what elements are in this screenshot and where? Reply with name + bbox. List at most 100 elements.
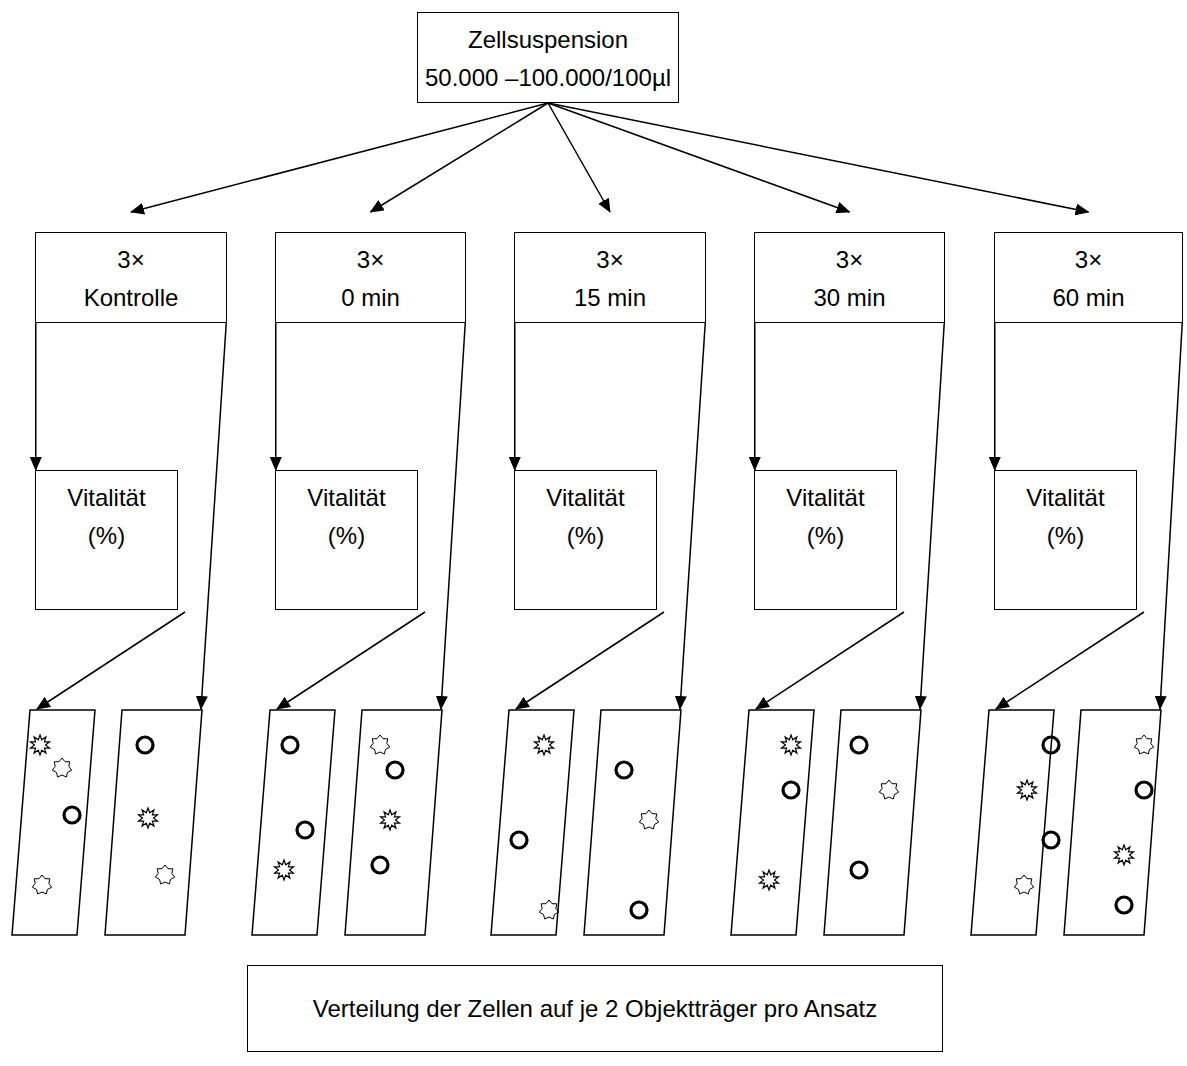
node-text: 3× bbox=[995, 241, 1182, 279]
node-text: 15 min bbox=[515, 279, 705, 317]
connector-arrow bbox=[275, 323, 277, 470]
cell-symbol bbox=[851, 737, 867, 753]
cell-symbol bbox=[639, 810, 658, 829]
node-text: 60 min bbox=[995, 279, 1182, 317]
connector-arrow bbox=[131, 103, 548, 212]
connectors bbox=[36, 103, 1089, 470]
slide-arrow bbox=[1160, 323, 1182, 709]
node-text: 30 min bbox=[755, 279, 944, 317]
cell-symbol bbox=[64, 807, 80, 823]
cell-symbol bbox=[535, 735, 554, 755]
cell-symbol bbox=[275, 860, 294, 880]
cell-symbol bbox=[1136, 782, 1152, 798]
connector-arrow bbox=[548, 103, 849, 212]
node-text: 3× bbox=[755, 241, 944, 279]
cell-symbol bbox=[137, 737, 153, 753]
connector-arrow bbox=[994, 323, 996, 470]
node-text: (%) bbox=[276, 517, 417, 555]
node-text: 3× bbox=[276, 241, 465, 279]
cell-symbol bbox=[1043, 832, 1059, 848]
caption-box: Verteilung der Zellen auf je 2 Objektträ… bbox=[247, 965, 943, 1052]
cell-symbol bbox=[1134, 735, 1153, 754]
slide bbox=[345, 710, 442, 935]
node-text: Vitalität bbox=[995, 479, 1136, 517]
node-text: Vitalität bbox=[515, 479, 656, 517]
cell-symbol bbox=[32, 875, 51, 894]
cell-symbol bbox=[879, 780, 898, 799]
cell-symbol bbox=[381, 810, 400, 830]
cell-symbol bbox=[1116, 897, 1132, 913]
group-box: 3×Kontrolle bbox=[35, 232, 227, 323]
slide bbox=[252, 710, 335, 935]
slide-arrow bbox=[996, 612, 1144, 709]
connector-arrow bbox=[35, 323, 37, 470]
node-text: 0 min bbox=[276, 279, 465, 317]
slide bbox=[105, 710, 202, 935]
node-text: Vitalität bbox=[276, 479, 417, 517]
slide bbox=[491, 710, 574, 935]
slide bbox=[1064, 710, 1161, 935]
node-text: (%) bbox=[515, 517, 656, 555]
cell-symbol bbox=[155, 865, 174, 884]
cell-symbol bbox=[782, 735, 801, 755]
slide-arrow bbox=[756, 612, 904, 709]
cell-symbol bbox=[370, 735, 389, 754]
connector-arrow bbox=[754, 323, 756, 470]
slides bbox=[12, 323, 1182, 935]
source-box: Zellsuspension50.000 –100.000/100µl bbox=[417, 12, 679, 103]
cell-symbol bbox=[1043, 737, 1059, 753]
slide bbox=[824, 710, 921, 935]
cell-symbol bbox=[783, 782, 799, 798]
node-text: 50.000 –100.000/100µl bbox=[418, 59, 678, 97]
slide-arrow bbox=[680, 323, 705, 709]
cell-symbol bbox=[631, 902, 647, 918]
group-box: 3×60 min bbox=[994, 232, 1183, 323]
cell-symbol bbox=[1014, 875, 1033, 894]
slide-arrow bbox=[920, 323, 944, 709]
cell-symbol bbox=[282, 737, 298, 753]
cell-symbol bbox=[539, 900, 558, 919]
cell-symbol bbox=[387, 762, 403, 778]
group-box: 3×30 min bbox=[754, 232, 945, 323]
slide-arrow bbox=[37, 612, 185, 709]
node-text: (%) bbox=[36, 517, 177, 555]
cell-symbol bbox=[851, 862, 867, 878]
result-box: Vitalität(%) bbox=[275, 470, 418, 610]
node-text: (%) bbox=[755, 517, 896, 555]
node-text: Vitalität bbox=[755, 479, 896, 517]
slide-arrow bbox=[516, 612, 664, 709]
cell-symbol bbox=[511, 832, 527, 848]
node-text: Kontrolle bbox=[36, 279, 226, 317]
cell-symbol bbox=[297, 822, 313, 838]
result-box: Vitalität(%) bbox=[754, 470, 897, 610]
cell-symbol bbox=[52, 758, 71, 777]
node-text: 3× bbox=[36, 241, 226, 279]
node-text: Zellsuspension bbox=[418, 21, 678, 59]
cell-symbol bbox=[760, 870, 779, 890]
node-text: 3× bbox=[515, 241, 705, 279]
slide-arrow bbox=[441, 323, 465, 709]
cell-symbol bbox=[372, 857, 388, 873]
connector-arrow bbox=[548, 103, 610, 212]
slide bbox=[584, 710, 681, 935]
result-box: Vitalität(%) bbox=[35, 470, 178, 610]
group-box: 3×0 min bbox=[275, 232, 466, 323]
cell-symbol bbox=[1115, 845, 1134, 865]
connector-arrow bbox=[548, 103, 1088, 212]
connector-arrow bbox=[371, 103, 549, 212]
slide bbox=[12, 710, 95, 935]
slide-arrow bbox=[277, 612, 425, 709]
cell-symbol bbox=[1018, 780, 1037, 800]
cell-symbol bbox=[139, 808, 158, 828]
node-text: (%) bbox=[995, 517, 1136, 555]
node-text: Verteilung der Zellen auf je 2 Objektträ… bbox=[248, 990, 942, 1028]
slide-arrow bbox=[201, 323, 226, 709]
group-box: 3×15 min bbox=[514, 232, 706, 323]
result-box: Vitalität(%) bbox=[514, 470, 657, 610]
result-box: Vitalität(%) bbox=[994, 470, 1137, 610]
slide bbox=[731, 710, 814, 935]
cell-symbol bbox=[31, 735, 50, 755]
connector-arrow bbox=[514, 323, 516, 470]
node-text: Vitalität bbox=[36, 479, 177, 517]
cell-symbol bbox=[616, 762, 632, 778]
